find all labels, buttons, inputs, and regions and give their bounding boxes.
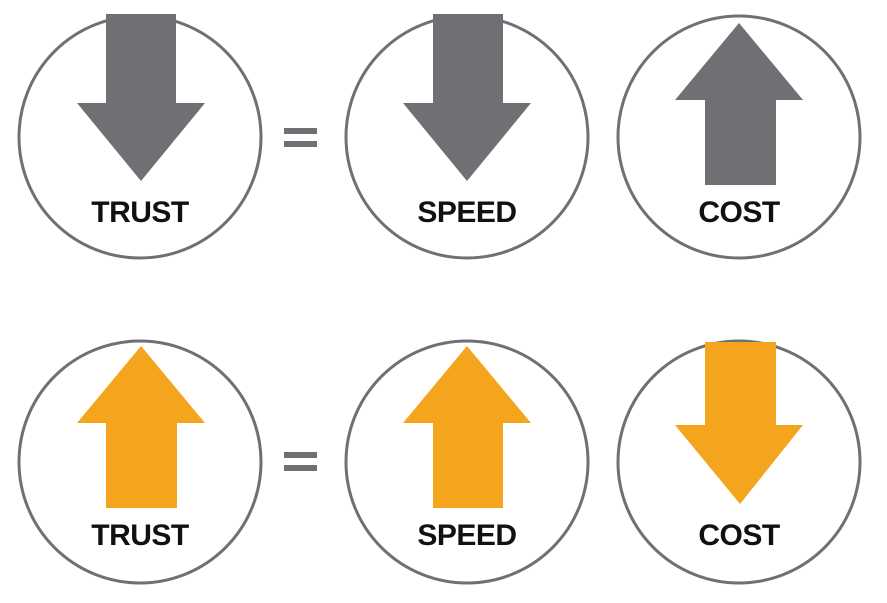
speed-label: SPEED bbox=[417, 519, 516, 552]
trust-circle-row2: TRUST bbox=[17, 339, 263, 585]
arrow-down-icon bbox=[403, 14, 531, 181]
cost-circle-row2: COST bbox=[616, 339, 862, 585]
speed-label: SPEED bbox=[417, 196, 516, 229]
equals-sign-row2 bbox=[284, 452, 317, 471]
trust-label: TRUST bbox=[91, 519, 189, 552]
equals-sign-row1 bbox=[284, 128, 317, 147]
cost-label: COST bbox=[698, 196, 780, 229]
row-2: TRUST SPEED COST bbox=[17, 339, 862, 585]
arrow-up-icon bbox=[77, 346, 205, 508]
arrow-down-icon bbox=[77, 14, 205, 181]
arrow-up-icon bbox=[675, 23, 803, 185]
trust-circle-row1: TRUST bbox=[17, 14, 263, 260]
row-1: TRUST SPEED COST bbox=[17, 14, 862, 260]
speed-circle-row1: SPEED bbox=[344, 14, 590, 260]
cost-label: COST bbox=[698, 519, 780, 552]
arrow-up-icon bbox=[403, 346, 531, 508]
cost-circle-row1: COST bbox=[616, 14, 862, 260]
arrow-down-icon bbox=[675, 342, 803, 504]
trust-label: TRUST bbox=[91, 196, 189, 229]
speed-circle-row2: SPEED bbox=[344, 339, 590, 585]
